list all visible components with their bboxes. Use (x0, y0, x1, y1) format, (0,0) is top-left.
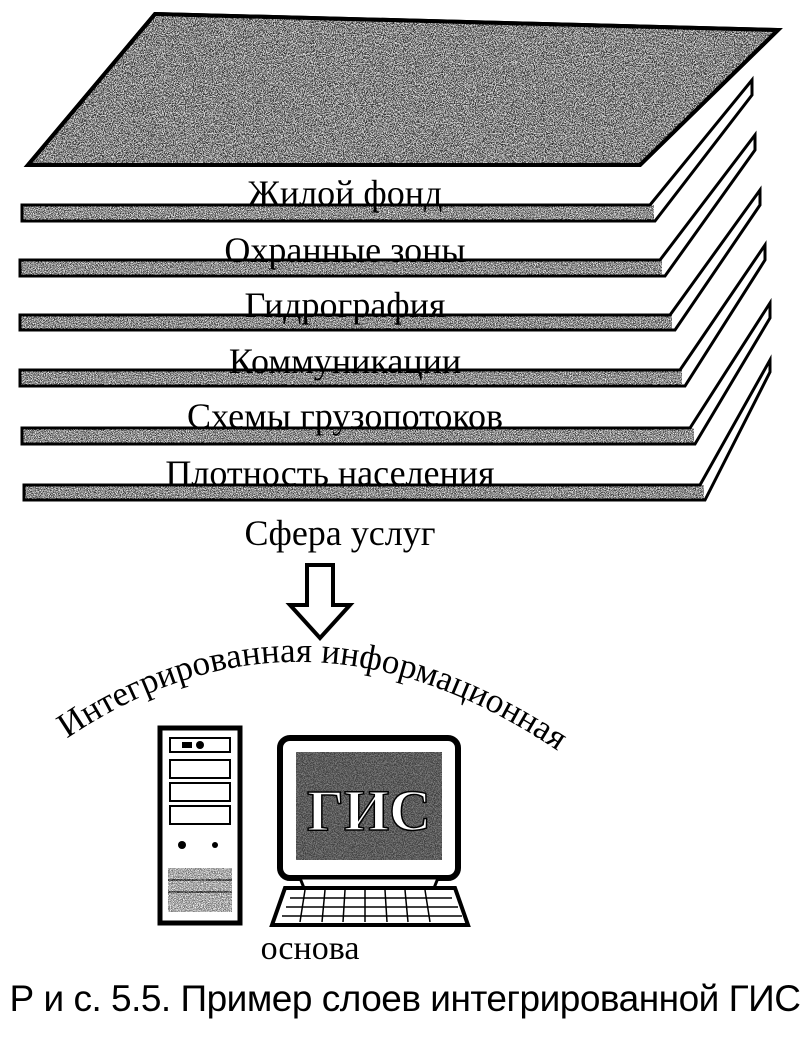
layer-sheet-2 (20, 75, 754, 223)
layer-label-4: Коммуникации (229, 341, 461, 381)
layer-label-2: Охранные зоны (224, 230, 465, 270)
layer-sheet-6 (20, 297, 772, 446)
layer-label-7: Сфера услуг (244, 513, 435, 553)
layer-sheet-3 (18, 130, 757, 278)
layer-label-1: Жилой фонд (248, 173, 443, 213)
base-label: основа (260, 930, 360, 967)
layer-sheet-map (23, 11, 783, 167)
layer-label-6: Плотность населения (165, 453, 494, 493)
computer-tower-icon (157, 725, 243, 926)
monitor-screen-text: ГИС (307, 778, 431, 843)
monitor-icon: ГИС (277, 735, 461, 890)
layer-labels: Жилой фонд Охранные зоны Гидрография Ком… (165, 173, 503, 553)
layer-sheet-5 (18, 240, 767, 388)
layer-sheet-7 (22, 354, 772, 502)
down-arrow-icon (285, 563, 355, 641)
keyboard-icon (269, 886, 471, 927)
layer-label-3: Гидрография (245, 285, 446, 325)
layer-label-5: Схемы грузопотоков (187, 396, 503, 436)
figure-caption: Р и с. 5.5. Пример слоев интегрированной… (9, 978, 801, 1019)
layer-stack (18, 11, 783, 502)
layer-sheet-4 (18, 185, 762, 332)
